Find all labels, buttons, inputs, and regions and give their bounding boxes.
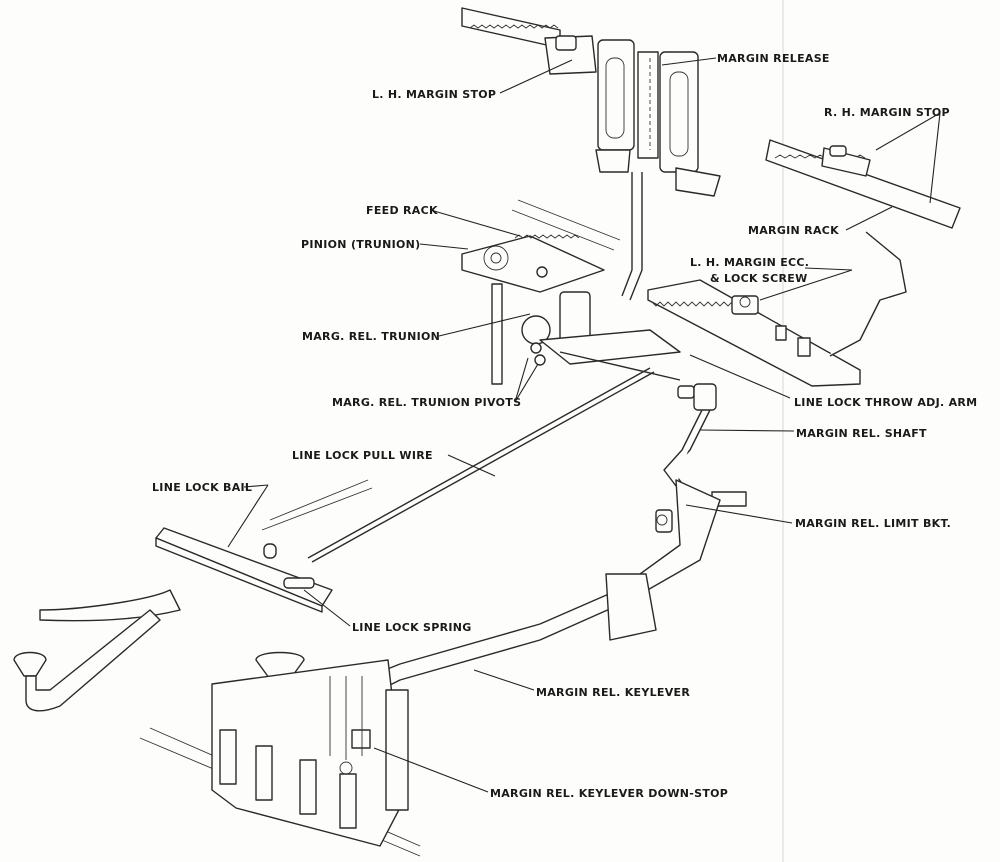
- label-lh-margin-stop: L. H. MARGIN STOP: [372, 88, 497, 101]
- lh-margin-stop-part: [544, 35, 597, 75]
- leader-down-stop: [373, 747, 489, 793]
- label-margin-release: MARGIN RELEASE: [717, 52, 830, 65]
- leader-margin-release: [661, 57, 717, 66]
- label-lh-margin-ecc-line2: & LOCK SCREW: [710, 272, 808, 285]
- label-line-lock-bail: LINE LOCK BAIL: [152, 481, 253, 494]
- leader-shaft: [699, 429, 795, 432]
- label-margin-rel-keylever-down-stop: MARGIN REL. KEYLEVER DOWN-STOP: [490, 787, 729, 800]
- label-line-lock-spring: LINE LOCK SPRING: [352, 621, 472, 634]
- leader-spring: [303, 589, 351, 627]
- label-margin-rel-keylever: MARGIN REL. KEYLEVER: [536, 686, 691, 699]
- label-margin-rel-limit-bkt: MARGIN REL. LIMIT BKT.: [795, 517, 952, 530]
- line-lock-pull-wire-part: [307, 367, 655, 563]
- margin-rel-shaft-part: [663, 383, 747, 507]
- leader-lines: [227, 57, 941, 793]
- line-lock-bail-part: [39, 479, 373, 622]
- keylever-comb: [139, 659, 421, 857]
- leader-ecc-2: [759, 269, 853, 301]
- margin-release-frame: [595, 39, 721, 301]
- rh-margin-rack: [765, 139, 961, 229]
- label-pinion-trunion: PINION (TRUNION): [301, 238, 421, 251]
- label-margin-rack: MARGIN RACK: [748, 224, 839, 237]
- leader-lh-margin-stop: [499, 59, 573, 94]
- leader-pivots-1: [514, 357, 529, 403]
- leader-trunion: [438, 313, 531, 337]
- label-line-lock-pull-wire: LINE LOCK PULL WIRE: [292, 449, 433, 462]
- leader-rh-margin-stop-1: [875, 112, 941, 151]
- label-lh-margin-ecc-line1: L. H. MARGIN ECC.: [690, 256, 810, 269]
- leader-margin-rack: [845, 206, 893, 231]
- feed-rack-assembly: [461, 199, 681, 385]
- label-marg-rel-trunion-pivots: MARG. REL. TRUNION PIVOTS: [332, 396, 522, 409]
- leader-pull-wire: [447, 454, 496, 477]
- leader-bail-2: [227, 484, 269, 548]
- leader-bail-1: [243, 484, 269, 488]
- label-rh-margin-stop: R. H. MARGIN STOP: [824, 106, 950, 119]
- line-lock-knob: [13, 609, 161, 712]
- leader-limit-bkt: [685, 504, 793, 524]
- leader-keylever: [473, 669, 535, 691]
- label-line-lock-throw-adj-arm: LINE LOCK THROW ADJ. ARM: [794, 396, 978, 409]
- label-feed-rack: FEED RACK: [366, 204, 438, 217]
- lh-margin-ecc-rack: [647, 231, 907, 387]
- leader-pivots-2: [514, 363, 539, 403]
- leader-pinion: [419, 243, 469, 250]
- label-margin-rel-shaft: MARGIN REL. SHAFT: [796, 427, 927, 440]
- label-marg-rel-trunion: MARG. REL. TRUNION: [302, 330, 441, 343]
- leader-throw-arm: [689, 354, 791, 399]
- leader-ecc-1: [804, 267, 853, 271]
- leader-feed-rack: [433, 210, 521, 237]
- leader-rh-margin-stop-2: [929, 112, 941, 204]
